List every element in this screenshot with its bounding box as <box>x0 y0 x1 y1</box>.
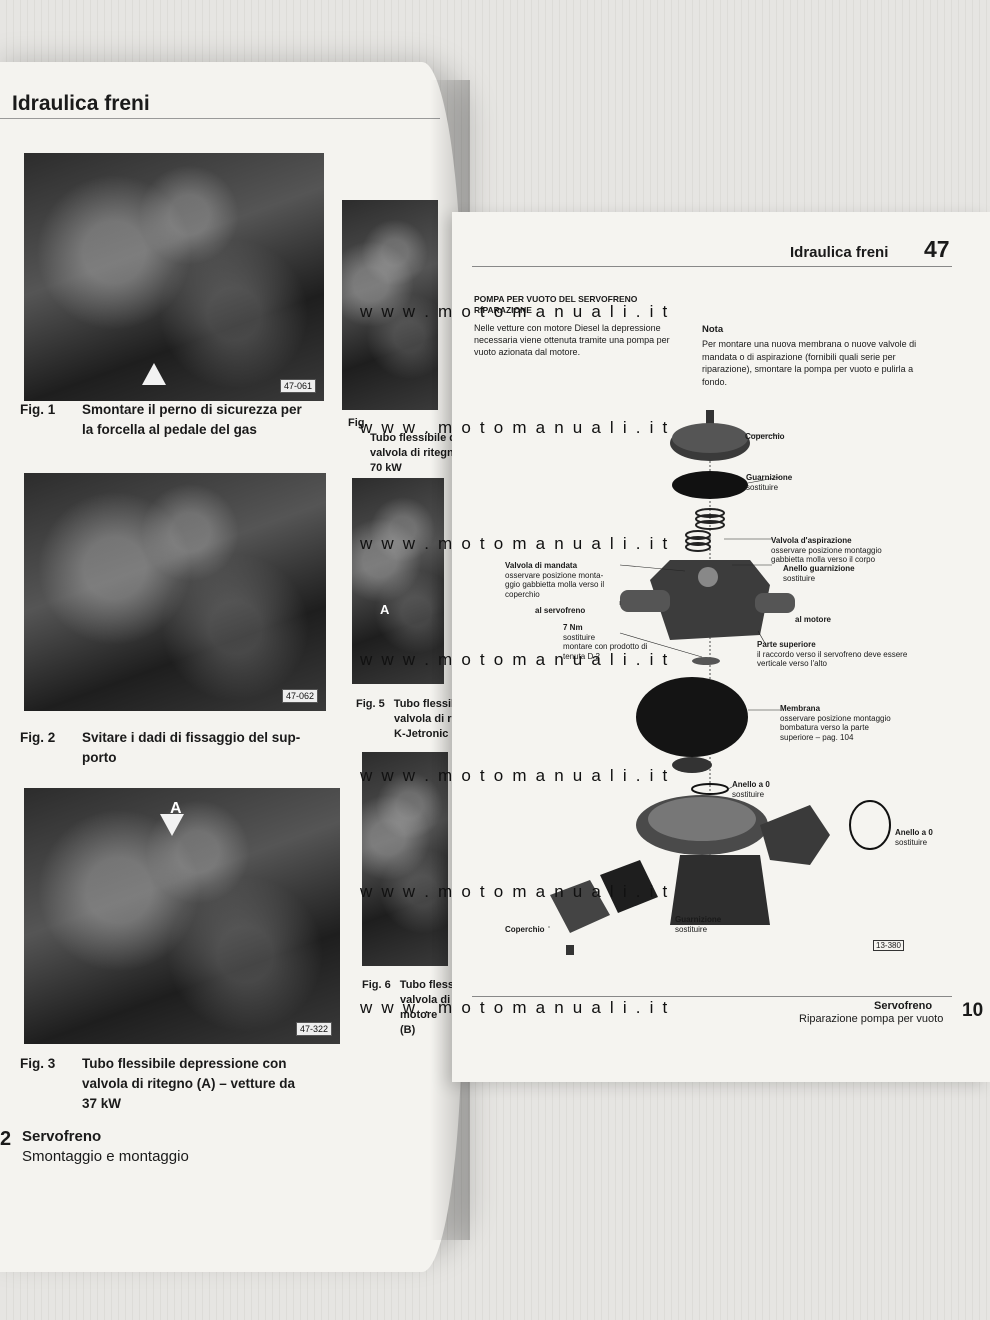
fig6-line: (B) <box>400 1024 416 1036</box>
fig1-caption-line: la forcella al pedale del gas <box>82 422 257 437</box>
port-servofreno <box>620 590 670 612</box>
watermark: w w w . m o t o m a n u a l i . i t <box>360 534 670 553</box>
watermark: w w w . m o t o m a n u a l i . i t <box>360 766 670 785</box>
watermark: w w w . m o t o m a n u a l i . i t <box>360 418 670 437</box>
fig3-caption-line: valvola di ritegno (A) – vetture da <box>82 1076 296 1091</box>
o-ring-2 <box>849 800 891 850</box>
fig6-photo <box>362 752 448 966</box>
fig4-photo <box>342 200 438 410</box>
right-header-rule <box>472 266 952 267</box>
watermark: w w w . m o t o m a n u a l i . i t <box>360 302 670 321</box>
fig2-caption: Fig. 2 Svitare i dadi di fissaggio del su… <box>20 728 300 768</box>
fig1-number: Fig. 1 <box>20 402 56 417</box>
fig2-number: Fig. 2 <box>20 730 56 745</box>
fig2-code: 47-062 <box>281 689 318 703</box>
section-title: POMPA PER VUOTO DEL SERVOFRENO RIPARAZIO… <box>474 294 674 316</box>
fig3-caption: Fig. 3 Tubo flessibile depressione con val… <box>20 1054 295 1114</box>
fig4-caption: Fig. Tubo flessibile depr valvola di rit… <box>348 416 473 476</box>
right-footer-subtitle: Riparazione pompa per vuoto <box>799 1013 944 1025</box>
fig3-arrow-label: A <box>170 800 182 817</box>
fig1-caption: Fig. 1 Smontare il perno di sicurezza per… <box>20 400 302 440</box>
fig3-number: Fig. 3 <box>20 1056 56 1071</box>
fig3-code: 47-322 <box>295 1022 332 1036</box>
fig5-line: K-Jetronic <box>394 728 449 740</box>
arrow-icon <box>142 363 166 385</box>
label-coperchio-bottom: Coperchio <box>505 925 545 934</box>
fig2-photo: 47-062 <box>24 473 326 711</box>
fig3-caption-line: 37 kW <box>82 1096 122 1111</box>
label-coperchio-top: Coperchio <box>745 432 785 441</box>
fig1-photo: 47-061 <box>24 153 324 401</box>
right-page-number: 47 <box>924 236 950 262</box>
watermark: w w w . m o t o m a n u a l i . i t <box>360 650 670 669</box>
vacuum-pump-exploded-diagram <box>548 410 891 955</box>
label-al-servofreno: al servofreno <box>535 606 586 615</box>
right-footer-page-number: 10 <box>962 1000 984 1021</box>
spring <box>685 508 725 552</box>
fig3-caption-line: Tubo flessibile depressione con <box>82 1056 287 1071</box>
section-title-line: RIPARAZIONE <box>474 305 532 315</box>
right-footer-rule <box>472 996 952 997</box>
fig5-number: Fig. 5 <box>356 698 385 710</box>
watermark: w w w . m o t o m a n u a l i . i t <box>360 882 670 901</box>
drive-gear <box>760 805 830 865</box>
upper-housing <box>650 560 770 640</box>
fig4-line: Tubo flessibile depr <box>370 432 474 444</box>
screw-top <box>706 410 714 428</box>
left-page-header: Idraulica freni <box>12 92 150 115</box>
fig2-caption-line: porto <box>82 750 117 765</box>
fig1-caption-line: Smontare il perno di sicurezza per <box>82 402 302 417</box>
left-footer-title: Servofreno <box>22 1128 102 1145</box>
watermark: w w w . m o t o m a n u a l i . i t <box>360 998 670 1017</box>
fig5-arrow-label: A <box>380 602 390 617</box>
fig2-caption-line: Svitare i dadi di fissaggio del sup- <box>82 730 301 745</box>
gasket-top <box>672 471 748 499</box>
port-motore <box>755 593 795 613</box>
fig5-photo: A <box>352 478 444 684</box>
right-page-header: Idraulica freni <box>790 244 889 261</box>
fig6-number: Fig. 6 <box>362 979 391 991</box>
left-header-rule <box>0 118 440 119</box>
diagram-code: 13-380 <box>873 940 904 951</box>
cover-bottom <box>550 880 610 933</box>
section-body: Nelle vetture con motore Diesel la depre… <box>474 323 670 357</box>
fig6-line: motore <box>400 1009 438 1021</box>
right-page <box>452 212 990 1082</box>
fig4-line: valvola di ritegno <box>370 447 461 459</box>
note-title: Nota <box>702 324 724 335</box>
label-al-motore: al motore <box>795 615 832 624</box>
membrane <box>636 677 748 757</box>
fig4-number: Fig. <box>348 417 368 429</box>
fig3-photo: A 47-322 <box>24 788 340 1044</box>
section-title-line: POMPA PER VUOTO DEL SERVOFRENO <box>474 294 638 304</box>
fig4-line: 70 kW <box>370 462 402 474</box>
note-body: Per montare una nuova membrana o nuove v… <box>702 339 917 387</box>
right-footer-title: Servofreno <box>874 1000 933 1012</box>
left-footer-subtitle: Smontaggio e montaggio <box>22 1148 189 1165</box>
fig1-code: 47-061 <box>279 379 316 393</box>
left-page-number: 2 <box>0 1128 12 1150</box>
gasket-bottom <box>600 860 658 913</box>
